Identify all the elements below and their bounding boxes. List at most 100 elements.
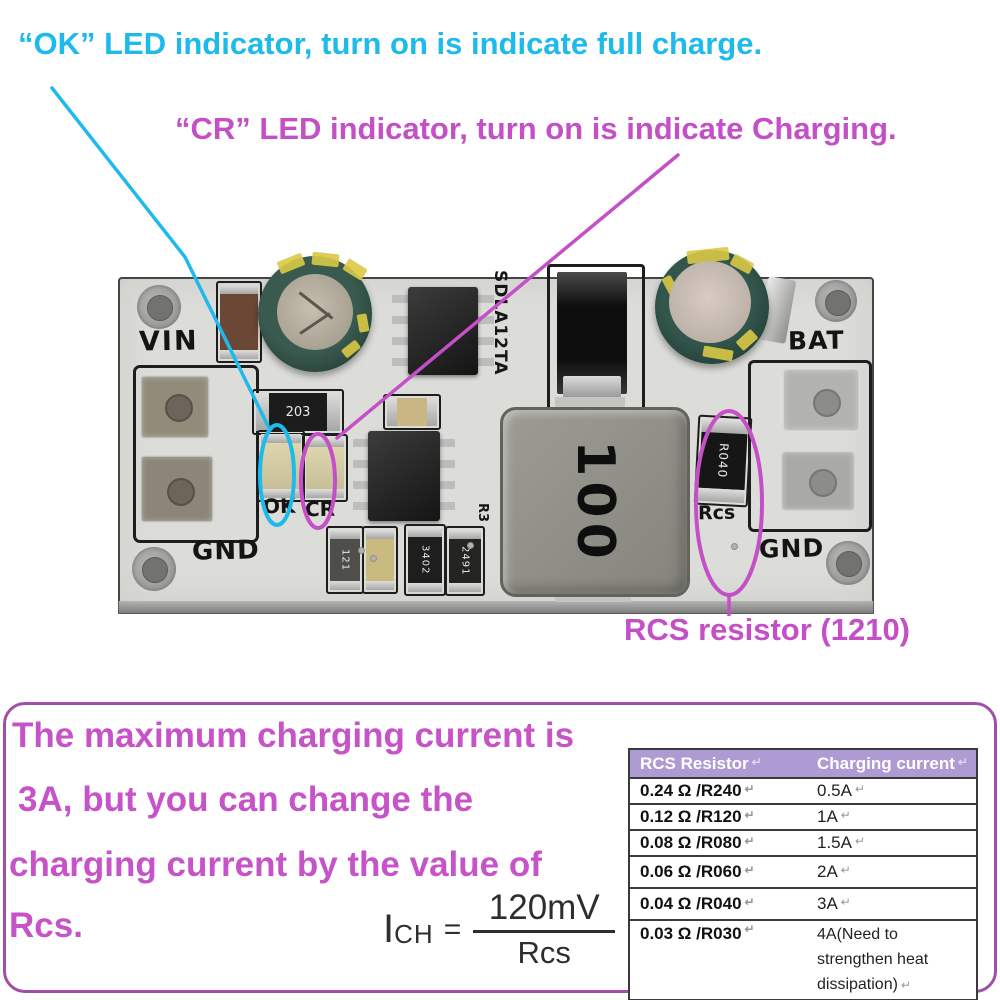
solder-end [449,530,481,539]
pad-hole [809,469,837,497]
electrolytic-capacitor-right [655,246,769,364]
solder-end [408,528,442,537]
return-mark: ↵ [840,863,851,877]
pcb-photo: VIN GND SDLA12TA [115,246,875,616]
cap-marking [702,345,734,362]
rcs-current-sense-resistor: R040 [693,414,753,508]
mounting-hole-bottom-left [132,547,176,591]
resistor-marking: 3402 [419,545,431,575]
return-mark: ↵ [744,808,755,822]
return-mark: ↵ [744,834,755,848]
r3-silk-label: R3 [475,502,491,523]
cr-silk-label: CR [304,496,336,522]
ic-pins-left [353,439,369,519]
table-row: 0.06 Ω /R060↵ 2A↵ [630,855,976,887]
resistor-marking: 203 [285,404,311,420]
solder-end [261,434,301,443]
solder-end [256,393,269,431]
smd-capacitor [216,281,262,363]
electrolytic-capacitor-left [258,251,372,372]
cell-current: 4A(Need to strengthen heat dissipation)↵ [817,926,929,993]
info-box: The maximum charging current is 3A, but … [3,702,997,1000]
header-rcs-resistor: RCS Resistor↵ [640,753,762,773]
cap-vent-mark [276,252,306,275]
solder-end [330,530,360,539]
solder-end [327,393,340,431]
solder-end [220,285,258,294]
vent-groove [299,312,331,335]
bat-label: BAT [787,325,845,356]
return-mark: ↵ [900,977,911,992]
smd-resistor [383,394,441,430]
return-mark: ↵ [751,754,762,769]
fraction-bar [473,930,616,933]
pcb-board-edge [118,601,874,614]
return-mark: ↵ [840,808,851,822]
solder-pad-gnd-right [783,453,853,509]
capacitor-body [220,294,258,350]
ok-silk-label: OK [262,493,296,519]
solder-end [366,530,394,539]
table-row: 0.08 Ω /R080↵ 1.5A↵ [630,829,976,855]
resistor-marking: 2491 [459,546,471,576]
cr-led-annotation: “CR” LED indicator, turn on is indicate … [175,111,897,146]
pad-hole [813,389,841,417]
cell-resistor: 0.06 Ω /R060↵ [640,862,755,881]
solder-end [306,438,344,447]
cr-led [302,434,348,502]
capacitor-top-face [277,274,353,350]
power-inductor: 100 [500,407,690,597]
mounting-hole-top-right [815,280,857,322]
formula-subscript: CH [394,919,434,949]
hole-drill [825,290,851,316]
mounting-hole-top-left [137,285,181,329]
solder-end [408,583,442,592]
resistor-marking: R040 [715,443,731,479]
solder-end [697,487,745,504]
formula-numerator: 120mV [488,888,600,927]
led-body [306,447,344,489]
resistor-203: 203 [252,389,344,435]
table-row: 0.12 Ω /R120↵ 1A↵ [630,803,976,829]
return-mark: ↵ [840,895,851,909]
cell-resistor: 0.24 Ω /R240↵ [640,781,755,800]
cell-resistor: 0.08 Ω /R080↵ [640,833,755,852]
gnd-right-label: GND [758,533,825,564]
rcs-resistor-annotation: RCS resistor (1210) [624,612,911,647]
solder-pad-vin [142,377,208,437]
header-charging-current: Charging current↵ [817,753,968,773]
solder-end [330,581,360,590]
gnd-left-label: GND [191,535,260,567]
solder-end [220,350,258,359]
hole-drill [147,295,173,321]
return-mark: ↵ [744,895,755,909]
resistor-marking: 121 [339,548,351,572]
formula-i: I [383,907,395,951]
vin-label: VIN [138,325,199,358]
pad-hole [167,478,195,506]
via-dot [467,542,474,549]
table-row: 0.04 Ω /R040↵ 3A↵ [630,887,976,919]
cell-resistor: 0.12 Ω /R120↵ [640,807,755,826]
hole-drill [836,551,862,577]
solder-end [449,583,481,592]
formula-fraction: 120mV Rcs [473,888,616,971]
rcs-silk-label: Rcs [697,501,736,525]
info-line-2: 3A, but you can change the [18,780,474,819]
cap-vent-mark [356,313,370,333]
rcs-current-table: RCS Resistor↵ Charging current↵ 0.24 Ω /… [628,748,978,1000]
cell-current: 3A↵ [817,894,851,913]
return-mark: ↵ [744,863,755,877]
ic-pins-right [439,439,455,519]
solder-end [427,398,437,426]
via-dot [731,543,738,550]
hole-drill [142,557,168,583]
info-line-1: The maximum charging current is [12,716,575,755]
return-mark: ↵ [854,782,866,796]
ok-led [257,430,305,502]
ic-pins-left [392,295,408,373]
resistor-body [397,398,427,426]
diode-solder-tab [563,376,621,398]
return-mark: ↵ [957,754,968,769]
resistor-3402: 3402 [404,524,446,596]
